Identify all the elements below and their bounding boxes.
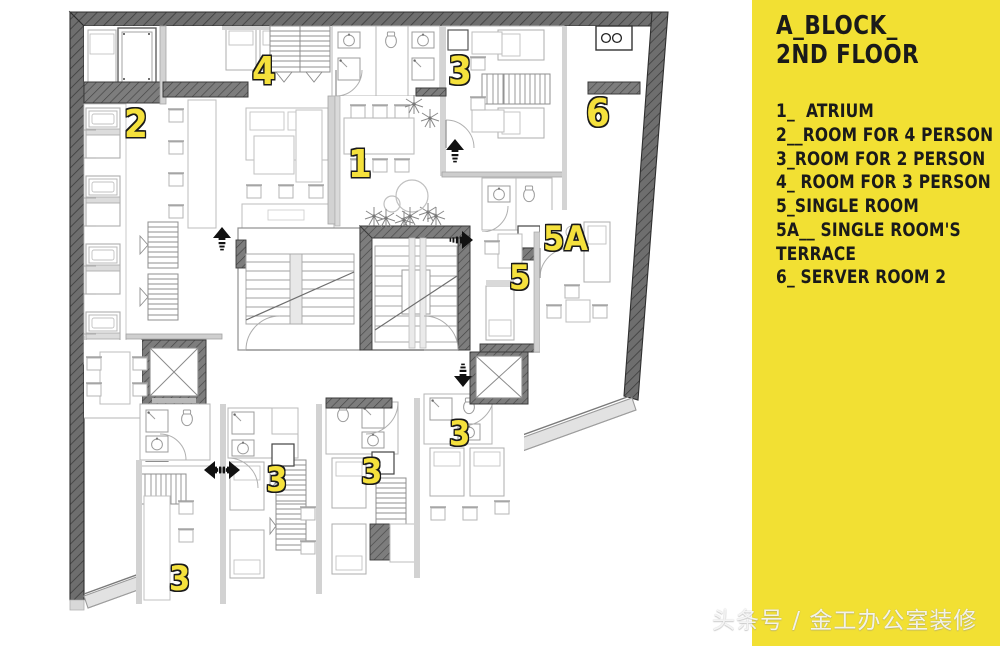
region-room3-s3 bbox=[322, 397, 420, 588]
legend-item-6: 6_ SERVER ROOM 2 bbox=[776, 267, 947, 289]
floorplan-drawing: 1 2 4 3 6 5A 5 3 3 3 3 bbox=[68, 10, 669, 611]
room-marker-3-se: 3 bbox=[448, 414, 471, 454]
region-bath-north bbox=[331, 25, 441, 97]
room-marker-3-s2: 3 bbox=[265, 460, 288, 500]
legend-list: 1_ ATRIUM 2__ROOM FOR 4 PERSON 3_ROOM FO… bbox=[776, 100, 994, 290]
legend-item-3: 3_ROOM FOR 2 PERSON bbox=[776, 148, 986, 170]
room-marker-2: 2 bbox=[123, 102, 148, 146]
legend-item-1: 1_ ATRIUM bbox=[776, 101, 874, 122]
zone-north bbox=[83, 25, 641, 365]
legend-title: A_BLOCK_ 2ND FLOOR bbox=[776, 11, 920, 71]
region-room5 bbox=[479, 225, 541, 353]
region-room5a bbox=[539, 210, 618, 360]
region-room3-se bbox=[420, 390, 524, 540]
watermark: 头条号 / 金工办公室装修 bbox=[712, 608, 978, 634]
zone-west-lower bbox=[84, 339, 529, 604]
region-room3-sw bbox=[136, 460, 224, 604]
arrow-down-center bbox=[454, 363, 472, 387]
zone-core bbox=[235, 206, 471, 351]
region-office-west bbox=[84, 340, 149, 419]
room-marker-5a: 5A bbox=[542, 219, 589, 259]
legend-item-4: 4_ ROOM FOR 3 PERSON bbox=[776, 172, 991, 194]
room-marker-3-s3: 3 bbox=[360, 452, 383, 492]
legend-item-5a-cont: TERRACE bbox=[776, 243, 857, 265]
zone-east-suite bbox=[479, 177, 618, 360]
legend-item-5: 5_SINGLE ROOM bbox=[776, 196, 919, 218]
region-atrium bbox=[334, 94, 445, 231]
legend-item-2: 2__ROOM FOR 4 PERSON bbox=[776, 124, 994, 146]
room-marker-3-n: 3 bbox=[447, 49, 472, 93]
region-room4 bbox=[162, 25, 336, 229]
room-marker-3-sw: 3 bbox=[168, 559, 191, 599]
room-marker-4: 4 bbox=[251, 49, 276, 93]
region-elevator-east bbox=[469, 351, 529, 405]
region-stair-west bbox=[235, 227, 361, 351]
region-stair-east bbox=[358, 206, 471, 351]
room-marker-1: 1 bbox=[347, 142, 372, 186]
region-room3-n bbox=[415, 25, 565, 178]
room-marker-5: 5 bbox=[508, 258, 531, 298]
legend-panel: A_BLOCK_ 2ND FLOOR 1_ ATRIUM 2__ROOM FOR… bbox=[752, 0, 1000, 646]
room-marker-6: 6 bbox=[585, 91, 610, 135]
region-room3-s2 bbox=[220, 404, 322, 604]
region-room2 bbox=[83, 25, 223, 365]
legend-item-5a: 5A__ SINGLE ROOM'S bbox=[776, 219, 961, 241]
floorplan-svg bbox=[68, 10, 669, 611]
region-elevator-west bbox=[141, 339, 207, 405]
